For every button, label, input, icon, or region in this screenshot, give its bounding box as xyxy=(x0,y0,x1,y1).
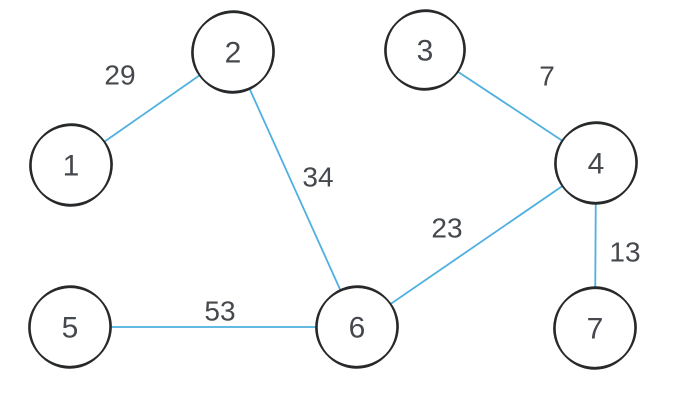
node-5-label: 5 xyxy=(62,312,79,345)
edge-weight-4-7: 13 xyxy=(609,237,640,268)
node-1-label: 1 xyxy=(63,150,80,183)
node-7-outline xyxy=(554,286,636,370)
node-1-outline xyxy=(30,123,112,207)
node-2-label: 2 xyxy=(225,37,242,70)
edge-weight-3-4: 7 xyxy=(539,61,555,92)
node-1: 1 xyxy=(29,123,113,207)
node-6-outline xyxy=(316,285,398,369)
edge-6-4 xyxy=(356,162,597,328)
node-3: 3 xyxy=(384,9,466,91)
node-2-outline xyxy=(192,10,274,94)
node-4-label: 4 xyxy=(588,148,605,181)
node-3-outline xyxy=(385,9,465,91)
node-7: 7 xyxy=(553,286,637,370)
node-5-outline xyxy=(29,285,111,369)
edge-weight-2-6: 34 xyxy=(302,162,333,193)
node-5: 5 xyxy=(28,285,112,369)
node-6-label: 6 xyxy=(349,312,366,345)
node-7-label: 7 xyxy=(587,313,604,346)
node-2: 2 xyxy=(191,10,275,94)
node-6: 6 xyxy=(315,285,399,369)
node-4-outline xyxy=(555,121,637,205)
edge-2-6 xyxy=(232,51,358,328)
edge-weight-6-4: 23 xyxy=(431,213,462,244)
node-4: 4 xyxy=(554,121,638,205)
edge-weight-5-6: 53 xyxy=(204,296,235,327)
node-3-label: 3 xyxy=(417,35,434,68)
edge-weight-1-2: 29 xyxy=(104,60,135,91)
